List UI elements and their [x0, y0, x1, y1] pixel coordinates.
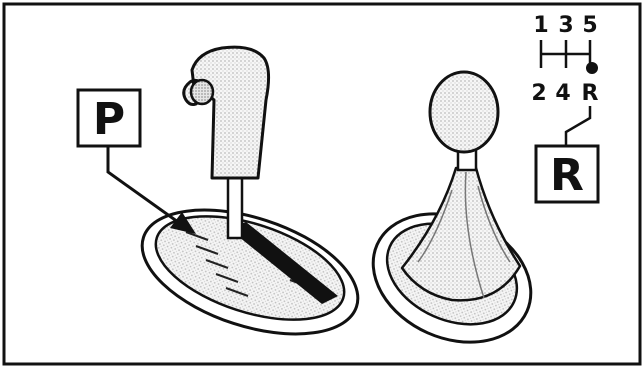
reverse-position-dot	[586, 62, 598, 74]
gear-label-5: 5	[582, 13, 597, 38]
gear-label-1: 1	[533, 13, 548, 38]
reverse-label: R	[550, 150, 584, 201]
lever-shaft	[228, 170, 242, 238]
gear-label-3: 3	[558, 13, 573, 38]
gear-label-4: 4	[555, 81, 570, 106]
manual-gear-knob	[430, 72, 498, 152]
gear-label-r: R	[582, 81, 599, 106]
park-label: P	[93, 94, 125, 145]
gear-label-2: 2	[531, 81, 546, 106]
reverse-callout: R	[536, 146, 598, 202]
lever-button-icon	[191, 80, 213, 104]
